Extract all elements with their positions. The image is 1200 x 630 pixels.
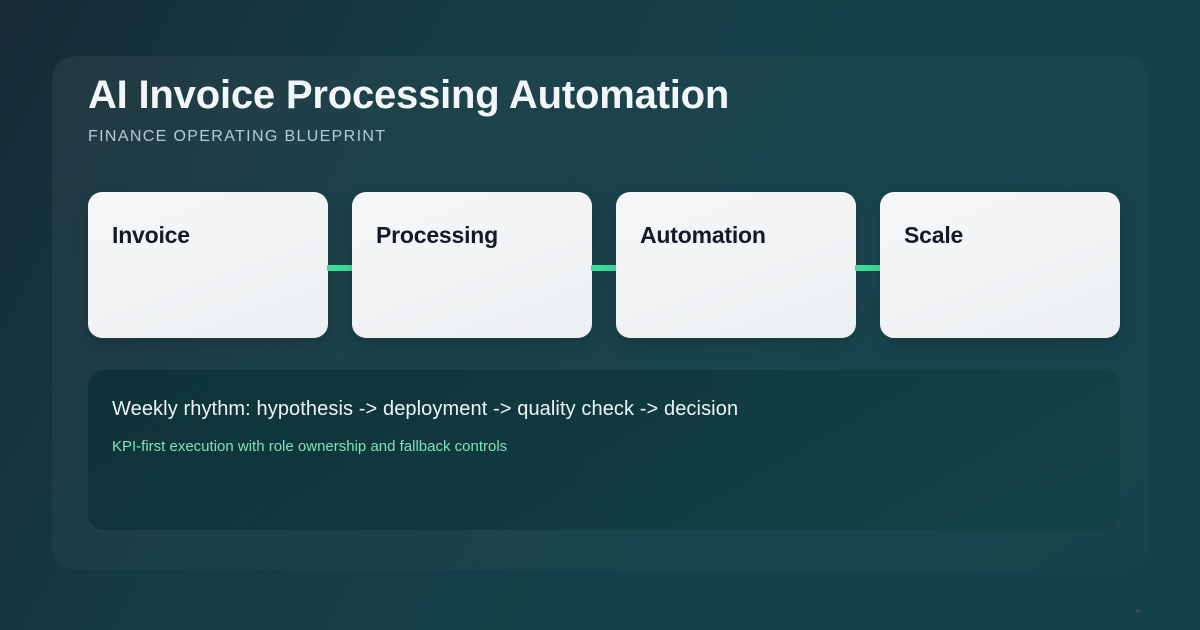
stage-card-label: Processing	[376, 222, 498, 248]
stage-card-invoice[interactable]: Invoice	[88, 192, 353, 338]
content-panel: AI Invoice Processing Automation FINANCE…	[52, 56, 1148, 570]
stage-card-automation[interactable]: Automation	[616, 192, 881, 338]
page-title: AI Invoice Processing Automation	[88, 73, 730, 117]
note-secondary-text: KPI-first execution with role ownership …	[112, 438, 508, 455]
connector-bar-icon	[327, 265, 353, 271]
stage-card-label: Scale	[904, 222, 964, 248]
note-primary-text: Weekly rhythm: hypothesis -> deployment …	[112, 398, 739, 420]
note-panel: Weekly rhythm: hypothesis -> deployment …	[88, 370, 1120, 530]
stage-card-label: Automation	[640, 222, 766, 248]
header: AI Invoice Processing Automation FINANCE…	[88, 74, 729, 146]
stage-card-scale[interactable]: Scale	[880, 192, 1120, 338]
page-subtitle: FINANCE OPERATING BLUEPRINT	[88, 128, 387, 145]
stage-card-processing[interactable]: Processing	[352, 192, 617, 338]
connector-bar-icon	[591, 265, 617, 271]
stage-card-label: Invoice	[112, 222, 190, 248]
stage-card-row: Invoice Processing Automation Scale	[88, 192, 1120, 338]
corner-dot-marker	[1136, 609, 1140, 613]
connector-bar-icon	[855, 265, 881, 271]
